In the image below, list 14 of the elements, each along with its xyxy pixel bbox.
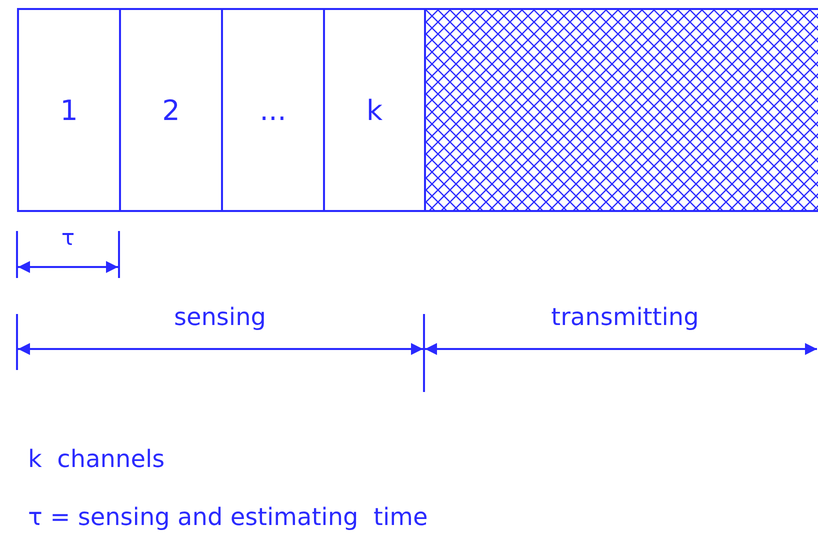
slot-number: ...: [260, 94, 286, 126]
slot-cell: [17, 8, 121, 212]
slot-cell: [323, 8, 426, 212]
slot-number: k: [366, 94, 383, 126]
dimension-label: transmitting: [551, 305, 699, 329]
note-text: k channels: [28, 447, 165, 471]
slot-cell: [221, 8, 325, 212]
slot-number: 1: [60, 94, 78, 126]
slot-number: 2: [162, 94, 180, 126]
note-text: τ = sensing and estimating time: [28, 505, 428, 529]
hatched-block: [424, 8, 818, 212]
dimension-label: τ: [61, 228, 75, 250]
dimension-label: sensing: [174, 305, 266, 329]
slot-cell: [119, 8, 223, 212]
